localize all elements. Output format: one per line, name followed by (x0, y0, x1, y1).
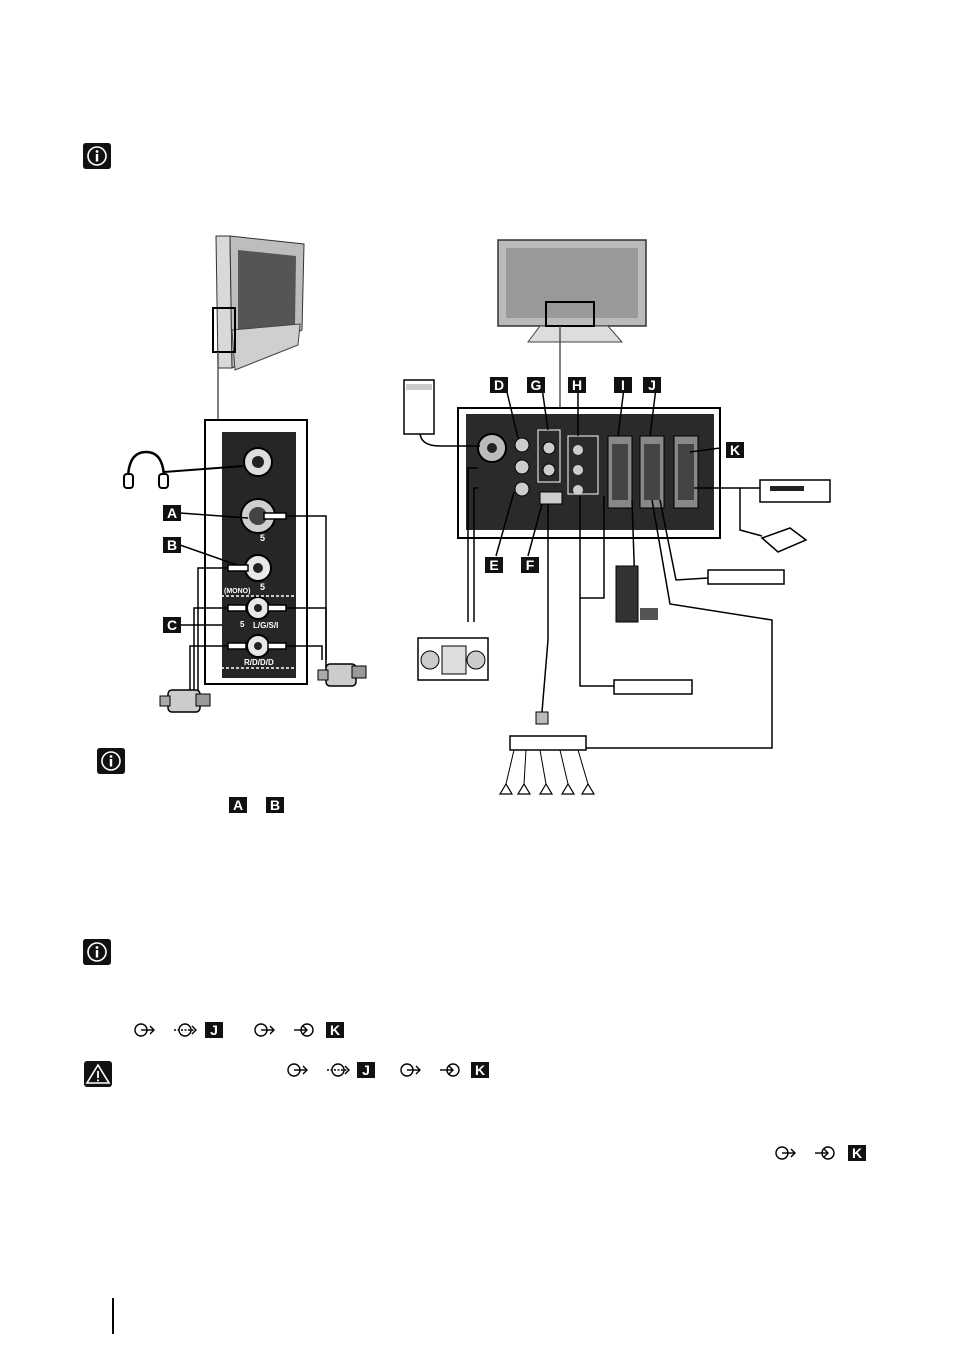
camcorder-left-icon (159, 689, 211, 713)
hifi-system-icon (417, 637, 489, 681)
speaker-icons (498, 782, 596, 795)
smartlink-icon (172, 1021, 198, 1039)
row1-label-j: J (205, 1022, 223, 1038)
scart-output-icon (398, 1061, 424, 1079)
page-margin-rule (112, 1298, 114, 1334)
tv-rear-view (497, 239, 647, 408)
scart-input-icon (813, 1144, 839, 1162)
side-cables (179, 512, 327, 700)
rear-cables (419, 387, 773, 749)
label-k: K (726, 442, 744, 458)
label-b: B (163, 537, 181, 553)
row2-label-j: J (357, 1062, 375, 1078)
scart-input-icon (438, 1061, 464, 1079)
left-audio-label: L/G/S/I (253, 621, 279, 630)
scart-output-icon (285, 1061, 311, 1079)
vcr-icon (759, 479, 831, 503)
side-panel (204, 419, 308, 685)
scart-input-icon (292, 1021, 318, 1039)
row2-label-k: K (471, 1062, 489, 1078)
camcorder-right-icon (317, 663, 367, 687)
label-e: E (485, 557, 503, 573)
video-input-label: 5 (260, 582, 266, 592)
info-icon (83, 143, 111, 169)
tv-side-view (212, 235, 305, 420)
label-a: A (163, 505, 181, 521)
label-d: D (490, 377, 508, 393)
note-ref-b: B (266, 797, 284, 813)
smartlink-plug-icon (535, 711, 549, 725)
row1-label-k: K (326, 1022, 344, 1038)
label-f: F (521, 557, 539, 573)
av-receiver-icon (505, 735, 589, 785)
label-i: I (614, 377, 632, 393)
rear-panel (457, 407, 721, 539)
info-icon (83, 939, 111, 965)
label-j: J (643, 377, 661, 393)
headphones-icon (123, 450, 245, 489)
dvd-recorder-icon (707, 569, 785, 585)
scart-output-icon (252, 1021, 278, 1039)
label-c: C (163, 617, 181, 633)
svideo-input-label: 5 (260, 533, 266, 543)
right-audio-label: R/D/D/D (244, 658, 274, 667)
row3-label-k: K (848, 1145, 866, 1161)
scart-output-icon (132, 1021, 158, 1039)
game-console-icon (615, 565, 658, 623)
smartlink-icon (325, 1061, 351, 1079)
audio-input-label: 5 (240, 620, 245, 629)
warning-icon (84, 1061, 112, 1087)
info-icon (97, 748, 125, 774)
note-ref-a: A (229, 797, 247, 813)
video-cassette-icon (760, 527, 808, 553)
dvd-player-icon (613, 679, 693, 695)
label-g: G (527, 377, 545, 393)
label-h: H (568, 377, 586, 393)
mono-label: (MONO) (224, 588, 251, 595)
scart-output-icon (773, 1144, 799, 1162)
pc-tower-icon (403, 379, 435, 435)
